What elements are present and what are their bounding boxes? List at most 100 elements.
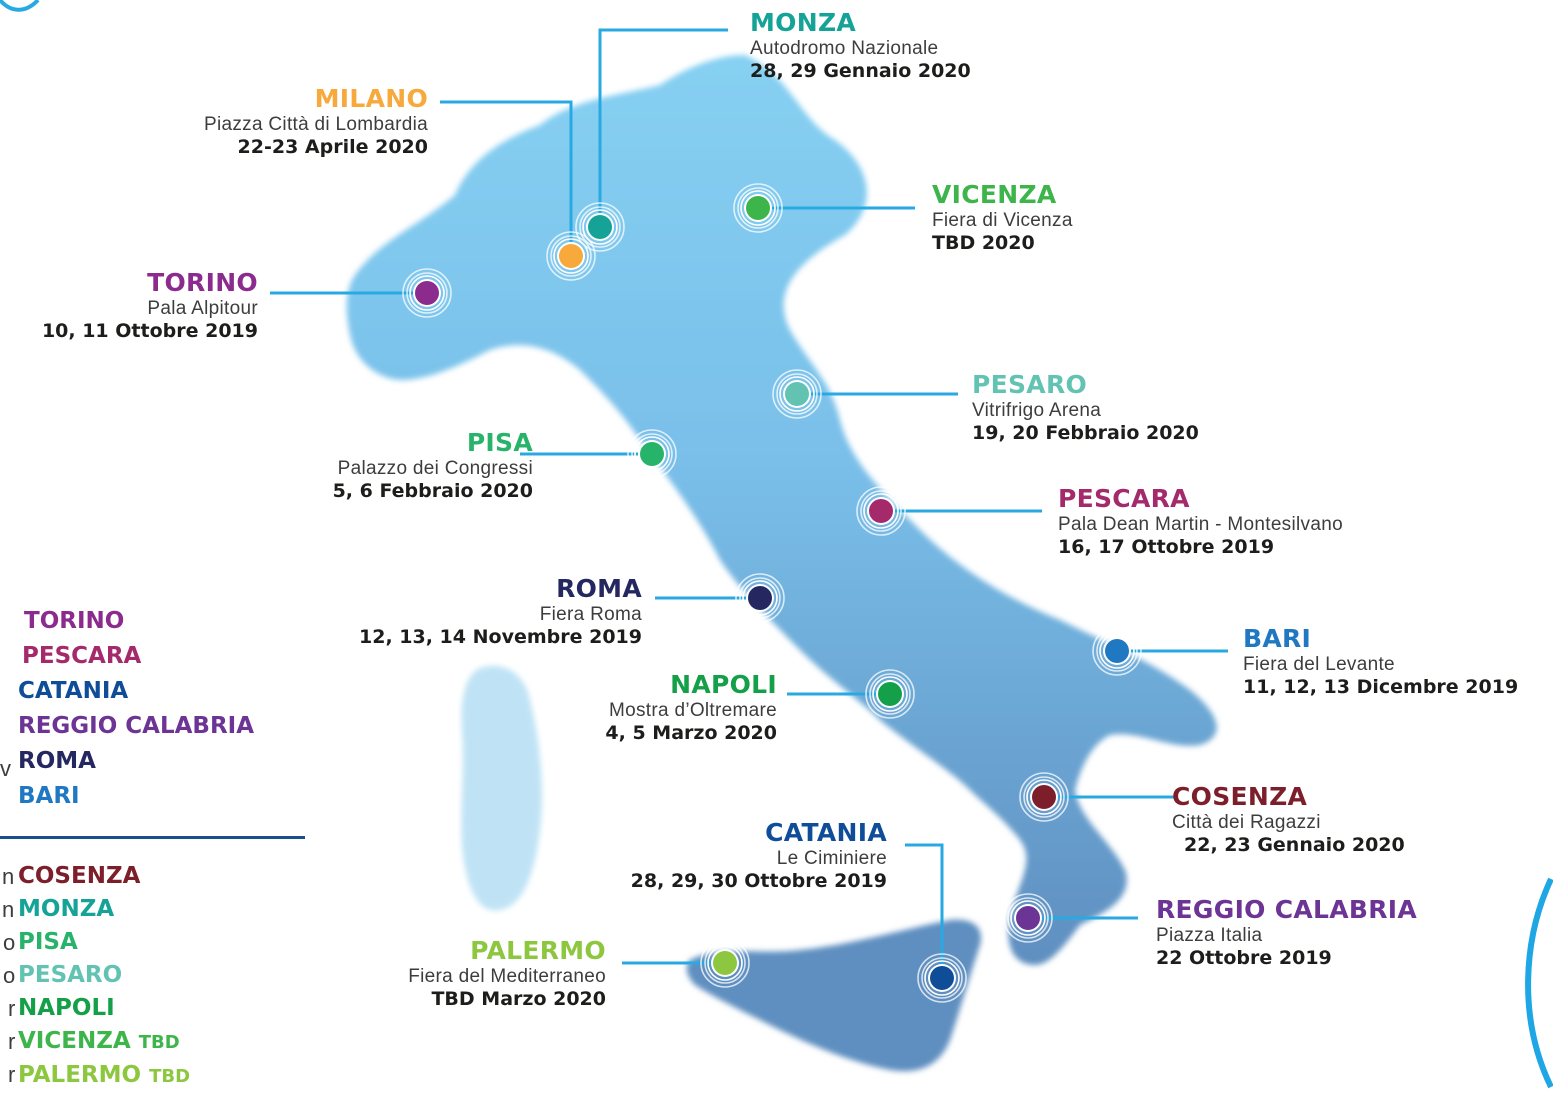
schedule-2019-item: BARI xyxy=(18,783,80,809)
schedule-2020-item-vicenza: VICENZA TBD xyxy=(18,1025,190,1059)
schedule-2019-item: REGGIO CALABRIA xyxy=(18,713,255,739)
marker-palermo[interactable] xyxy=(700,938,750,988)
schedule-2019-item: TORINO xyxy=(24,608,125,634)
date-palermo: TBD Marzo 2020 xyxy=(431,988,606,1011)
venue-pisa: Palazzo dei Congressi xyxy=(337,458,533,480)
date-cosenza: 22, 23 Gennaio 2020 xyxy=(1184,834,1405,857)
schedule-2020-item: COSENZA xyxy=(18,863,141,889)
venue-cosenza: Città dei Ragazzi xyxy=(1172,812,1321,834)
decorative-arc-right xyxy=(1525,877,1553,1089)
city-name-roma: ROMA xyxy=(556,574,642,603)
leader-line-milano xyxy=(440,100,573,256)
label-palermo: PALERMO Fiera del Mediterraneo TBD Marzo… xyxy=(300,936,606,1011)
schedule-2020-item: MONZA xyxy=(18,896,115,922)
date-milano: 22-23 Aprile 2020 xyxy=(237,136,428,159)
label-pisa: PISA Palazzo dei Congressi 5, 6 Febbraio… xyxy=(240,428,533,503)
schedule-2020-item: PESARO xyxy=(18,962,123,988)
marker-pesaro[interactable] xyxy=(772,369,822,419)
cropped-text-fragment: o xyxy=(3,930,16,955)
marker-reggio[interactable] xyxy=(1003,893,1053,943)
leader-line-catania xyxy=(905,843,944,978)
date-vicenza: TBD 2020 xyxy=(932,232,1035,255)
venue-bari: Fiera del Levante xyxy=(1243,654,1395,676)
marker-pisa[interactable] xyxy=(627,429,677,479)
venue-reggio-calabria: Piazza Italia xyxy=(1156,925,1263,947)
tbd-tag: TBD xyxy=(149,1066,191,1087)
date-torino: 10, 11 Ottobre 2019 xyxy=(41,320,258,343)
schedule-2019-item: PESCARA xyxy=(22,643,142,669)
schedule-2020-city: PALERMO xyxy=(18,1062,142,1088)
schedule-2019-item: ROMA xyxy=(18,748,96,774)
venue-palermo: Fiera del Mediterraneo xyxy=(408,966,606,988)
label-reggio-calabria: REGGIO CALABRIA Piazza Italia 22 Ottobre… xyxy=(1156,896,1417,970)
city-name-vicenza: VICENZA xyxy=(932,180,1057,209)
city-name-milano: MILANO xyxy=(314,84,428,113)
city-name-pescara: PESCARA xyxy=(1058,484,1190,513)
venue-roma: Fiera Roma xyxy=(539,604,642,626)
date-bari: 11, 12, 13 Dicembre 2019 xyxy=(1243,676,1519,699)
sardinia-shape xyxy=(461,665,542,911)
marker-milano[interactable] xyxy=(546,231,596,281)
map-markers xyxy=(402,183,1142,1003)
label-napoli: NAPOLI Mostra d’Oltremare 4, 5 Marzo 202… xyxy=(480,670,777,744)
venue-vicenza: Fiera di Vicenza xyxy=(932,210,1073,232)
label-bari: BARI Fiera del Levante 11, 12, 13 Dicemb… xyxy=(1243,625,1519,699)
venue-monza: Autodromo Nazionale xyxy=(750,38,939,60)
city-name-torino: TORINO xyxy=(147,268,258,297)
date-roma: 12, 13, 14 Novembre 2019 xyxy=(359,626,642,649)
schedule-2020-item: PISA xyxy=(18,929,78,955)
label-milano: MILANO Piazza Città di Lombardia 22-23 A… xyxy=(90,84,428,159)
marker-vicenza[interactable] xyxy=(733,183,783,233)
city-name-napoli: NAPOLI xyxy=(670,670,777,699)
marker-roma[interactable] xyxy=(735,573,785,623)
date-pisa: 5, 6 Febbraio 2020 xyxy=(332,480,533,503)
cropped-text-fragment: o xyxy=(3,963,16,988)
schedule-divider xyxy=(0,836,305,839)
schedule-2020-item: NAPOLI xyxy=(18,995,115,1021)
marker-torino[interactable] xyxy=(402,268,452,318)
marker-bari[interactable] xyxy=(1092,626,1142,676)
city-name-cosenza: COSENZA xyxy=(1172,782,1308,811)
schedule-2020-item-palermo: PALERMO TBD xyxy=(18,1059,190,1093)
city-name-pisa: PISA xyxy=(466,428,533,457)
city-name-pesaro: PESARO xyxy=(972,370,1088,399)
date-reggio-calabria: 22 Ottobre 2019 xyxy=(1156,947,1332,970)
date-pesaro: 19, 20 Febbraio 2020 xyxy=(972,422,1199,445)
label-pesaro: PESARO Vitrifrigo Arena 19, 20 Febbraio … xyxy=(972,370,1199,445)
venue-napoli: Mostra d’Oltremare xyxy=(609,700,777,722)
leader-line-monza xyxy=(598,28,728,227)
marker-napoli[interactable] xyxy=(865,669,915,719)
city-name-monza: MONZA xyxy=(750,8,857,37)
label-cosenza: COSENZA Città dei Ragazzi 22, 23 Gennaio… xyxy=(1172,782,1405,857)
label-pescara: PESCARA Pala Dean Martin - Montesilvano … xyxy=(1058,484,1343,559)
marker-monza[interactable] xyxy=(575,202,625,252)
schedule-2019-item: CATANIA xyxy=(18,678,129,704)
cropped-text-fragment: r xyxy=(8,996,16,1021)
venue-pescara: Pala Dean Martin - Montesilvano xyxy=(1058,514,1343,536)
city-name-catania: CATANIA xyxy=(765,818,887,847)
label-monza: MONZA Autodromo Nazionale 28, 29 Gennaio… xyxy=(750,8,971,83)
marker-catania[interactable] xyxy=(917,953,967,1003)
peninsula-shape xyxy=(346,55,1217,965)
cropped-text-fragment: v xyxy=(0,756,11,781)
date-catania: 28, 29, 30 Ottobre 2019 xyxy=(630,870,887,893)
venue-torino: Pala Alpitour xyxy=(147,298,258,320)
cropped-text-fragment: r xyxy=(8,1029,16,1054)
venue-pesaro: Vitrifrigo Arena xyxy=(972,400,1102,422)
schedule-list-2019: TORINO PESCARA CATANIA REGGIO CALABRIA R… xyxy=(18,604,254,814)
cropped-text-fragment: n xyxy=(2,897,15,922)
city-name-palermo: PALERMO xyxy=(470,936,606,965)
marker-cosenza[interactable] xyxy=(1019,772,1069,822)
label-vicenza: VICENZA Fiera di Vicenza TBD 2020 xyxy=(932,180,1073,255)
venue-catania: Le Ciminiere xyxy=(776,848,887,870)
date-pescara: 16, 17 Ottobre 2019 xyxy=(1058,536,1275,559)
schedule-list-2020: COSENZA MONZA PISA PESARO NAPOLI VICENZA… xyxy=(18,860,190,1093)
schedule-2020-city: VICENZA xyxy=(18,1028,131,1054)
label-roma: ROMA Fiera Roma 12, 13, 14 Novembre 2019 xyxy=(300,574,642,649)
marker-pescara[interactable] xyxy=(856,486,906,536)
cropped-text-fragment: r xyxy=(8,1062,16,1087)
date-monza: 28, 29 Gennaio 2020 xyxy=(750,60,971,83)
cropped-text-fragment: n xyxy=(2,864,15,889)
tbd-tag: TBD xyxy=(138,1032,180,1053)
